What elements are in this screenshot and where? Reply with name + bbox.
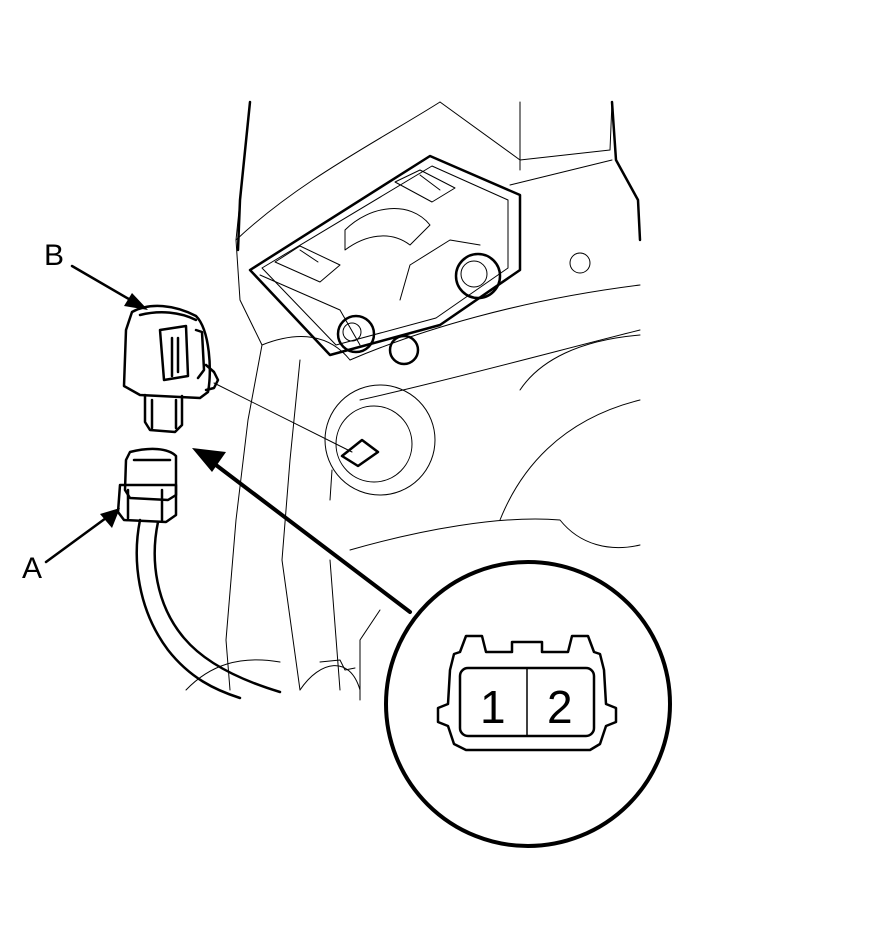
leader-line-a [44, 516, 108, 564]
arrowhead-a [100, 508, 120, 528]
terminal-label-2: 2 [547, 681, 573, 733]
terminal-label-1: 1 [480, 681, 506, 733]
terminal-detail-view [384, 560, 672, 848]
mounting-bracket [248, 154, 522, 366]
arrowhead-b [124, 293, 148, 310]
detail-pointer-arrowhead [192, 448, 226, 472]
engine-housing [185, 100, 642, 701]
connector-a [116, 447, 282, 700]
detail-pointer-line [210, 460, 412, 614]
leader-line-b [70, 264, 136, 304]
sensor-mount-boss [324, 384, 436, 501]
sensor-b [122, 304, 353, 453]
detail-circle [384, 560, 672, 848]
label-b: B [44, 239, 64, 272]
label-a: A [22, 552, 42, 585]
callout-arrows [44, 264, 412, 614]
